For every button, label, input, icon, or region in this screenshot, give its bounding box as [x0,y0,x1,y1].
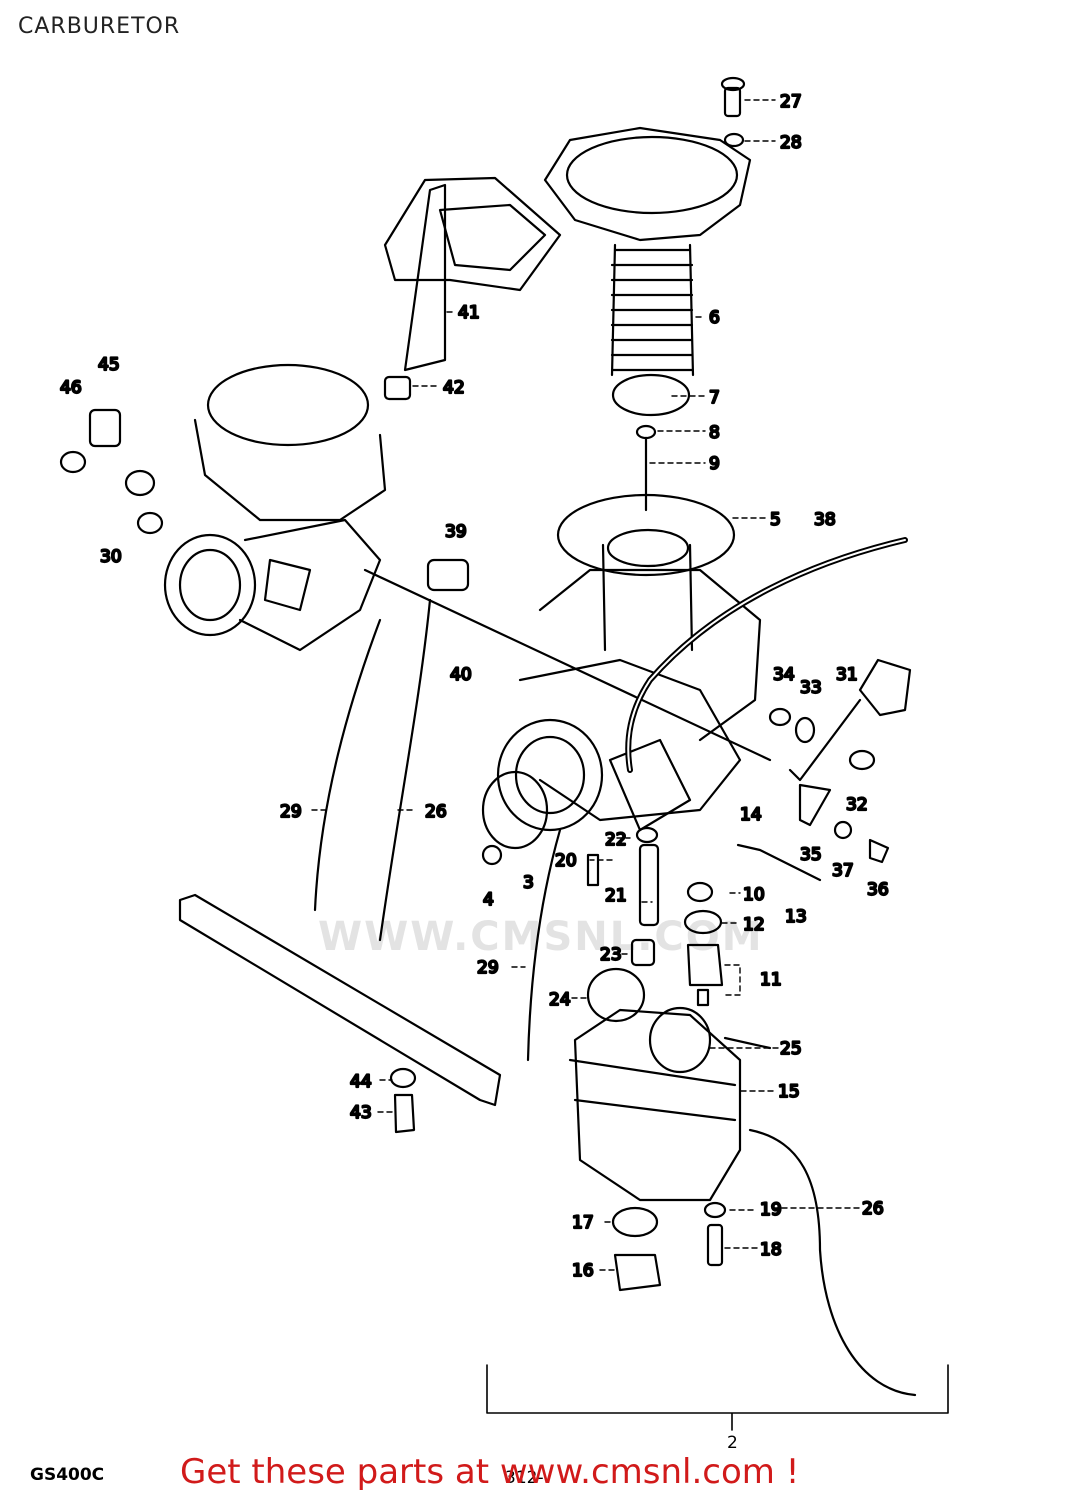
part-17-oring[interactable] [611,1206,659,1238]
part-22-oring[interactable] [635,826,659,844]
callout-22: 22 [605,830,627,850]
callout-37: 37 [832,861,854,881]
callout-25: 25 [780,1039,802,1059]
part-35-bracket[interactable] [798,783,832,827]
part-25-pin[interactable] [723,1036,772,1050]
callout-34: 34 [773,665,795,685]
part-15-float-bowl[interactable] [568,1006,742,1202]
callout-2-assembly: 2 [727,1433,738,1453]
callout-20: 20 [555,851,577,871]
callout-30: 30 [100,547,122,567]
callout-39: 39 [445,522,467,542]
part-4-screw[interactable] [481,844,503,866]
part-11-valve[interactable] [686,943,724,1007]
callout-32: 32 [846,795,868,815]
leader-lines [311,99,861,1271]
callout-7: 7 [709,388,720,408]
assembly-bracket [486,1364,949,1431]
callout-15: 15 [778,1082,800,1102]
part-33-spring[interactable] [794,716,816,744]
part-29-26-tubes[interactable] [313,598,562,1062]
page-title: CARBURETOR [18,14,181,39]
part-44-washer[interactable] [389,1067,417,1089]
callout-21: 21 [605,886,627,906]
part-6-top-cap-and-spring[interactable] [543,126,752,377]
part-26-drain-tube[interactable] [748,1128,917,1397]
callout-29-lower: 29 [477,958,499,978]
part-10-washer[interactable] [686,881,714,903]
callout-26-lower: 26 [862,1199,884,1219]
callout-14: 14 [740,805,762,825]
callout-46: 46 [60,378,82,398]
part-28-washer[interactable] [723,132,745,148]
part-16-plug[interactable] [613,1253,662,1292]
callout-10: 10 [743,885,765,905]
callout-4: 4 [483,890,494,910]
part-24-float[interactable] [586,967,646,1023]
callout-35: 35 [800,845,822,865]
callout-23: 23 [600,945,622,965]
callout-31: 31 [836,665,858,685]
part-12-gasket[interactable] [683,909,723,935]
callout-5: 5 [770,510,781,530]
part-31-throttle-lever[interactable] [788,658,912,782]
page-number: 312- [505,1468,544,1488]
callout-41: 41 [458,303,480,323]
right-carburetor-body[interactable] [496,568,762,832]
callout-18: 18 [760,1240,782,1260]
part-34-washer[interactable] [768,707,792,727]
part-43-screw[interactable] [393,1093,416,1134]
callout-9: 9 [709,454,720,474]
callout-27: 27 [780,92,802,112]
part-39-connector[interactable] [426,558,470,592]
footer-promo-link[interactable]: Get these parts at www.cmsnl.com ! [180,1452,800,1492]
left-carburetor-body[interactable] [163,363,387,652]
callout-42: 42 [443,378,465,398]
callout-11: 11 [760,970,782,990]
part-41-top-plate-and-screw[interactable] [383,176,562,372]
part-45-bracket[interactable] [88,408,122,448]
part-21-needle-jet[interactable] [638,843,660,927]
part-37-washer[interactable] [833,820,853,840]
part-27-screw[interactable] [720,76,746,118]
callout-12: 12 [743,915,765,935]
part-19-washer[interactable] [703,1201,727,1219]
part-32-washer[interactable] [848,749,876,771]
part-23-jet[interactable] [630,938,656,967]
part-3-cover-disc[interactable] [481,770,549,850]
callout-45: 45 [98,355,120,375]
callout-19: 19 [760,1200,782,1220]
callout-6: 6 [709,308,720,328]
callout-44: 44 [350,1072,372,1092]
callout-36: 36 [867,880,889,900]
carburetor-bracket-plate[interactable] [178,893,502,1107]
callout-29-upper: 29 [280,802,302,822]
callout-40: 40 [450,665,472,685]
callout-28: 28 [780,133,802,153]
part-30-fitting[interactable] [124,469,164,535]
callout-24: 24 [549,990,571,1010]
callout-43: 43 [350,1103,372,1123]
callout-26-upper: 26 [425,802,447,822]
callout-3: 3 [523,873,534,893]
part-40-throttle-shaft[interactable] [363,568,772,762]
part-8-9-jet-needle[interactable] [635,424,657,512]
callout-33: 33 [800,678,822,698]
part-20-jet[interactable] [586,853,600,887]
part-5-piston-diaphragm[interactable] [556,493,736,652]
part-14-13-pilot-screw[interactable] [736,843,822,882]
callout-13: 13 [785,907,807,927]
part-18-screw[interactable] [706,1223,724,1267]
callout-16: 16 [572,1261,594,1281]
part-7-spring-seat[interactable] [611,373,691,417]
part-46-screw[interactable] [59,450,87,474]
callout-8: 8 [709,423,720,443]
part-42-nut[interactable] [383,375,412,401]
part-36-screw[interactable] [868,838,890,864]
callout-38: 38 [814,510,836,530]
callout-17: 17 [572,1213,594,1233]
model-code: GS400C [30,1465,105,1485]
